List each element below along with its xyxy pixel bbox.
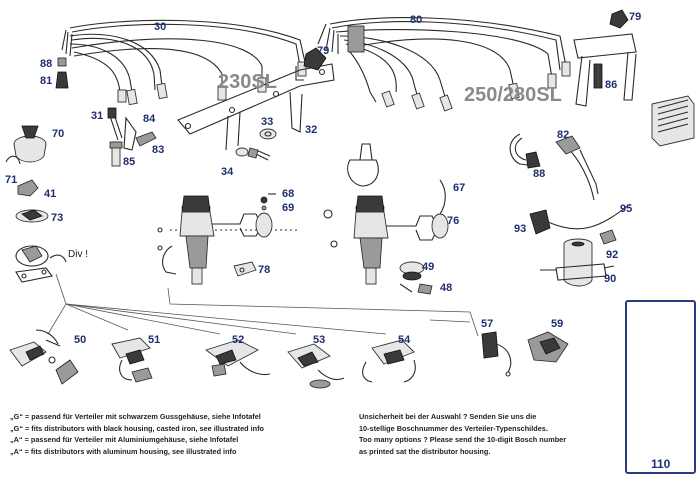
- wire-bracket-230sl: [177, 63, 335, 151]
- part-number-48: 48: [440, 282, 453, 294]
- part-number-90: 90: [604, 273, 617, 285]
- part-number-57: 57: [481, 318, 494, 330]
- model-label-230sl: 230SL: [218, 71, 277, 93]
- model-label-250-280sl: 250/280SL: [464, 84, 562, 106]
- part-number-41: 41: [44, 188, 57, 200]
- part-number-67: 67: [453, 182, 466, 194]
- note-line-4: as printed sat the distributor housing.: [359, 446, 491, 456]
- part-number-93: 93: [514, 223, 527, 235]
- part-number-32: 32: [305, 124, 318, 136]
- part-number-49: 49: [422, 261, 435, 273]
- part-number-69: 69: [282, 202, 295, 214]
- part-number-78: 78: [258, 264, 271, 276]
- distributor-230sl: [157, 193, 300, 285]
- clip-88-81: [55, 57, 69, 89]
- part-number-84: 84: [143, 113, 156, 125]
- part-number-85: 85: [123, 156, 136, 168]
- note-line-2: 10-stellige Boschnummer des Verteiler-Ty…: [359, 423, 548, 433]
- part-number-34: 34: [221, 166, 234, 178]
- legend-line-en-a: „A“ = fits distributors with aluminum ho…: [10, 446, 237, 456]
- div-note: Div !: [68, 249, 88, 260]
- leader-to-57: [167, 287, 479, 337]
- housing-legend: „G“ = passend für Verteiler mit schwarze…: [10, 411, 264, 457]
- tune-up-kit-frame: [625, 300, 696, 474]
- part-number-79: 79: [629, 11, 642, 23]
- breaker-points-54: [362, 339, 416, 383]
- legend-line-de-g: „G“ = passend für Verteiler mit schwarze…: [10, 412, 261, 421]
- rotor-clip-79-right: [609, 9, 629, 29]
- part-number-83: 83: [152, 144, 165, 156]
- distributor-250sl: [323, 143, 449, 295]
- legend-line-de-a: „A“ = passend für Verteiler mit Aluminiu…: [10, 435, 239, 444]
- part-number-88: 88: [40, 58, 53, 70]
- ignition-wire-set-250sl: [317, 17, 571, 112]
- washer-and-bolt: [235, 128, 277, 161]
- part-number-82: 82: [557, 129, 570, 141]
- coil-wires: [509, 133, 599, 201]
- part-number-71: 71: [5, 174, 18, 186]
- part-number-30: 30: [154, 21, 167, 33]
- breaker-points-50: [9, 329, 79, 385]
- part-number-68: 68: [282, 188, 295, 200]
- part-number-59: 59: [551, 318, 564, 330]
- part-number-86: 86: [605, 79, 618, 91]
- part-number-80: 80: [410, 14, 423, 26]
- part-number-95: 95: [620, 203, 633, 215]
- control-unit: [651, 95, 695, 147]
- part-number-70: 70: [52, 128, 65, 140]
- div-leader-lines: [47, 273, 387, 335]
- part-number-88: 88: [533, 168, 546, 180]
- part-number-92: 92: [606, 249, 619, 261]
- breaker-points-52: [205, 339, 271, 377]
- part-number-110: 110: [651, 457, 671, 471]
- note-line-3: Too many options ? Please send the 10-di…: [359, 435, 567, 444]
- distributor-cap-and-rotor: [5, 125, 49, 223]
- bracket-86: [573, 33, 637, 107]
- part-number-31: 31: [91, 110, 104, 122]
- part-number-81: 81: [40, 75, 53, 87]
- breaker-points-53: [287, 343, 345, 389]
- bosch-number-note: Unsicherheit bei der Auswahl ? Senden Si…: [359, 411, 566, 457]
- spark-plug-connectors: [107, 107, 157, 167]
- part-number-53: 53: [313, 334, 326, 346]
- part-number-52: 52: [232, 334, 245, 346]
- breaker-plate-div: [15, 245, 67, 283]
- part-number-51: 51: [148, 334, 161, 346]
- ignition-coil: [529, 203, 631, 287]
- part-number-76: 76: [447, 215, 460, 227]
- part-number-73: 73: [51, 212, 64, 224]
- part-number-54: 54: [398, 334, 411, 346]
- rotor-clip-79-center: [303, 47, 327, 71]
- condenser-57-59: [481, 331, 569, 377]
- note-line-1: Unsicherheit bei der Auswahl ? Senden Si…: [359, 412, 537, 421]
- breaker-points-51: [111, 337, 153, 383]
- part-number-79: 79: [317, 45, 330, 57]
- part-number-50: 50: [74, 334, 87, 346]
- legend-line-en-g: „G“ = fits distributors with black housi…: [10, 423, 265, 433]
- part-number-33: 33: [261, 116, 274, 128]
